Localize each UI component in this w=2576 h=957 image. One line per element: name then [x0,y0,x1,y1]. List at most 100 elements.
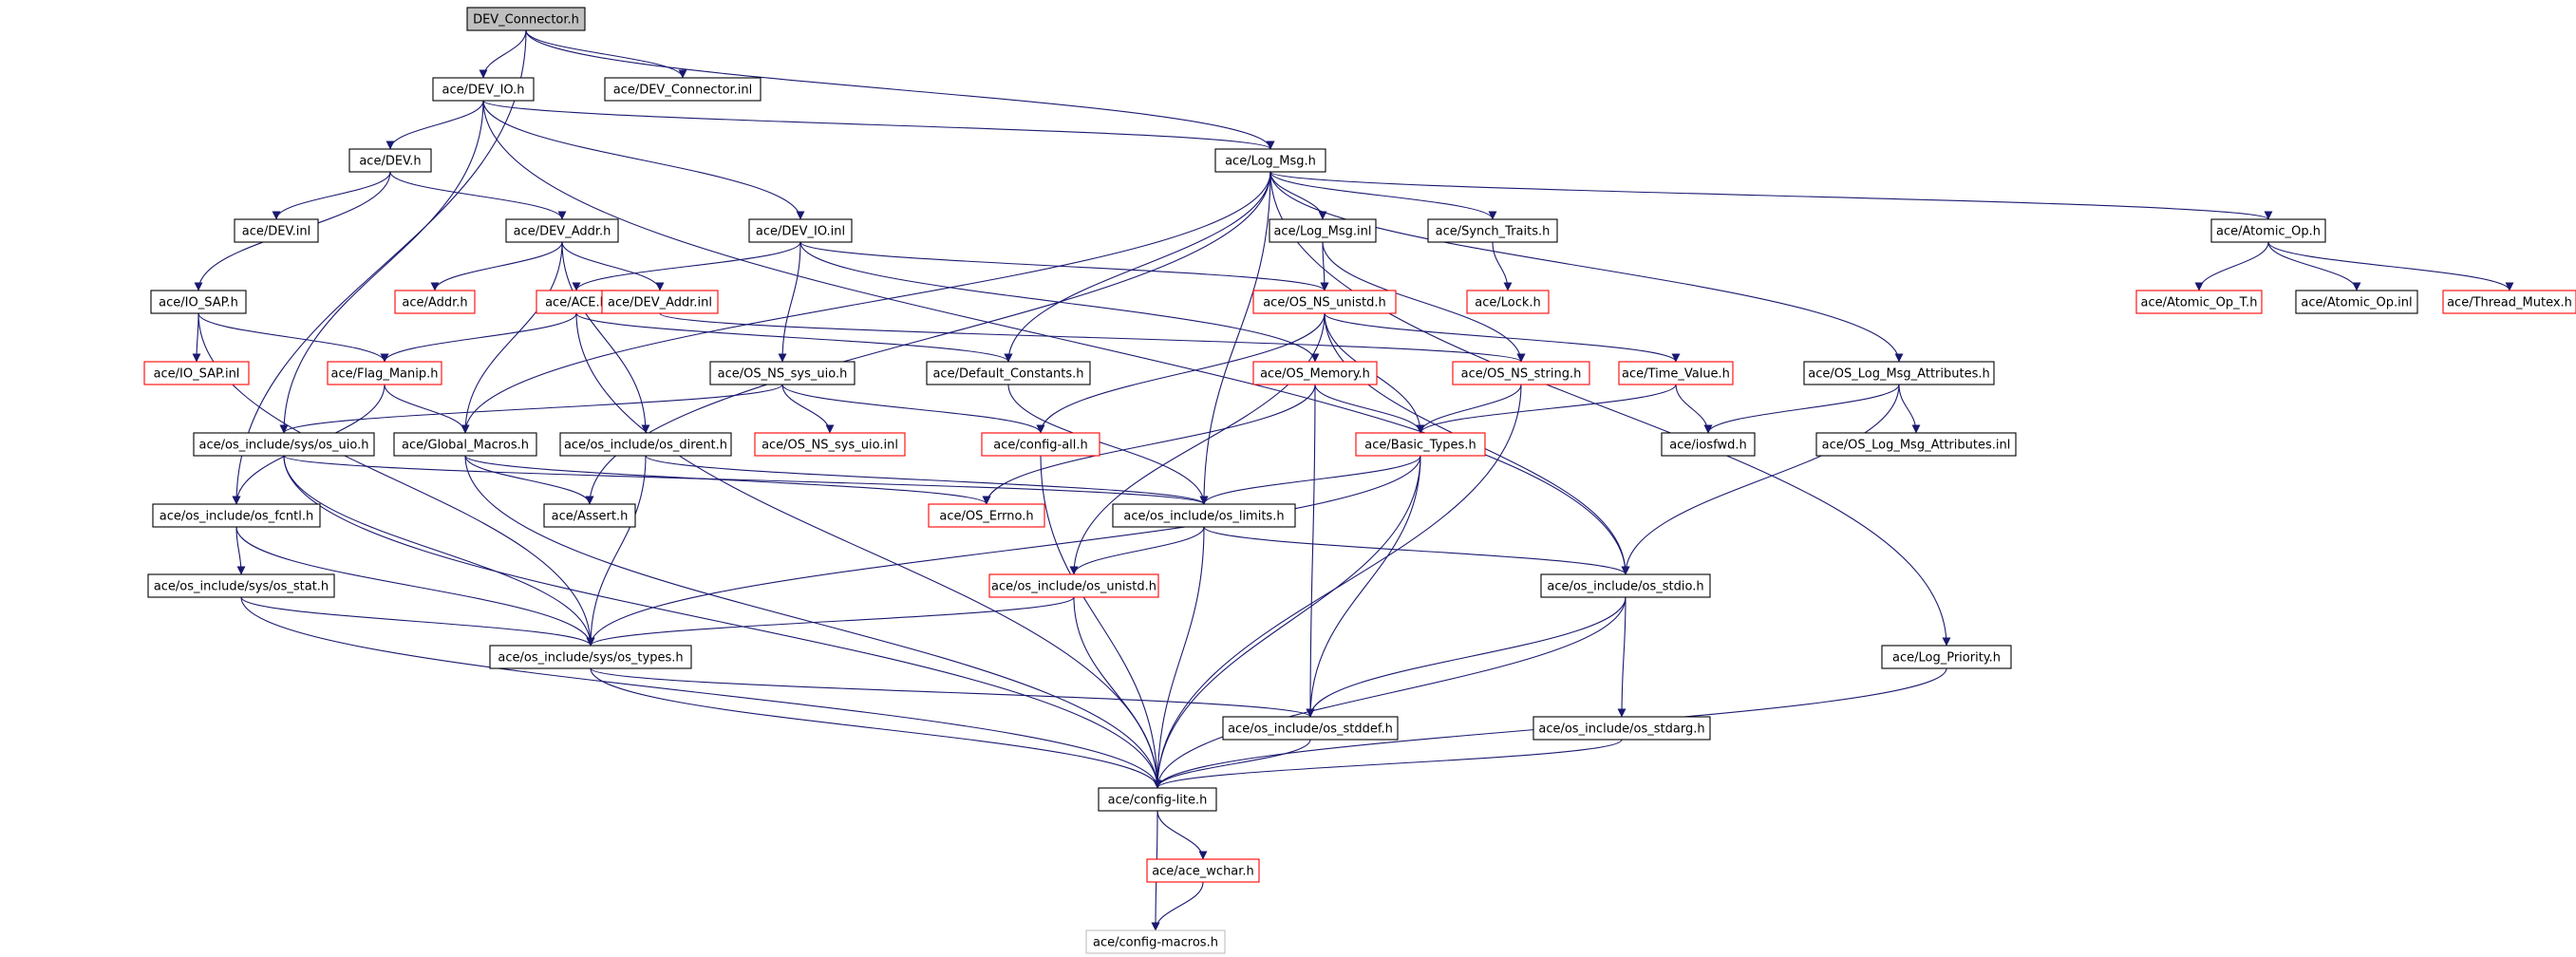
edge-sys-os-types-h-to-os-stddef-h [590,667,1315,718]
node-ace-os-include-sys-os-stat-h[interactable]: ace/os_include/sys/os_stat.h [147,573,335,598]
edge-dev-h-to-dev-inl [272,171,391,220]
edge-ace-wchar-h-to-config-macros-h [1151,881,1204,931]
node-label: ace/os_include/os_unistd.h [991,580,1156,594]
edge-log-msg-h-to-atomic-op-h [1269,171,2273,220]
node-ace-assert-h[interactable]: ace/Assert.h [543,503,636,528]
node-label: ace/DEV_IO.inl [756,225,845,239]
node-ace-os-include-sys-os-uio-h[interactable]: ace/os_include/sys/os_uio.h [193,432,375,457]
edge-os-ns-unistd-h-to-time-value-h [1324,312,1681,363]
node-ace-atomic-op-inl[interactable]: ace/Atomic_Op.inl [2295,290,2418,314]
node-label: ace/Thread_Mutex.h [2447,296,2572,310]
node-label: ace/os_include/os_stddef.h [1228,722,1393,737]
node-ace-io-sap-inl[interactable]: ace/IO_SAP.inl [143,361,250,385]
edge-log-msg-h-to-log-msg-inl [1269,171,1327,220]
node-ace-config-lite-h[interactable]: ace/config-lite.h [1098,787,1217,812]
node-ace-lock-h[interactable]: ace/Lock.h [1466,290,1550,314]
node-ace-config-all-h[interactable]: ace/config-all.h [981,432,1100,457]
node-ace-dev-connector-inl[interactable]: ace/DEV_Connector.inl [604,77,762,102]
node-label: ace/DEV_Addr.h [514,225,611,239]
node-ace-basic-types-h[interactable]: ace/Basic_Types.h [1355,432,1486,457]
node-label: ace/os_include/sys/os_types.h [498,651,683,666]
edge-dev-io-h-to-dev-h [385,100,484,150]
edge-os-ns-sys-uio-h-to-os-ns-sys-uio-inl [781,384,835,434]
node-dev-connector-h: DEV_Connector.h [466,7,586,31]
node-ace-dev-h[interactable]: ace/DEV.h [348,148,432,173]
node-label: ace/os_include/os_stdio.h [1547,580,1703,594]
node-ace-dev-addr-inl[interactable]: ace/DEV_Addr.inl [601,290,719,314]
node-ace-os-include-os-stddef-h[interactable]: ace/os_include/os_stddef.h [1222,716,1399,741]
node-box [559,432,732,457]
node-ace-thread-mutex-h[interactable]: ace/Thread_Mutex.h [2442,290,2576,314]
node-ace-config-macros-h[interactable]: ace/config-macros.h [1085,929,1226,954]
node-label: ace/DEV.inl [242,225,311,239]
node-label: ace/Atomic_Op_T.h [2141,296,2258,310]
node-box [1269,218,1377,243]
node-ace-atomic-op-h[interactable]: ace/Atomic_Op.h [2210,218,2326,243]
node-label: ace/Basic_Types.h [1364,439,1476,453]
node-ace-io-sap-h[interactable]: ace/IO_SAP.h [150,290,247,314]
node-ace-os-ns-unistd-h[interactable]: ace/OS_NS_unistd.h [1252,290,1397,314]
edge-os-stdio-h-to-os-stdarg-h [1617,596,1626,718]
edge-basic-types-h-to-sys-os-types-h [586,455,1421,647]
edge-log-msg-inl-to-os-ns-string-h [1322,241,1526,363]
node-ace-atomic-op-t-h[interactable]: ace/Atomic_Op_T.h [2135,290,2263,314]
node-ace-synch-traits-h[interactable]: ace/Synch_Traits.h [1427,218,1558,243]
edge-os-log-msg-attributes-h-to-iosfwd-h [1703,384,1900,434]
node-box [152,503,321,528]
node-box [754,432,906,457]
edge-basic-types-h-to-os-stddef-h [1306,455,1421,718]
node-ace-log-msg-h[interactable]: ace/Log_Msg.h [1214,148,1326,173]
node-box [1618,361,1734,385]
node-ace-global-macros-h[interactable]: ace/Global_Macros.h [393,432,537,457]
node-label: ace/os_include/os_limits.h [1123,510,1284,524]
edge-dev-io-h-to-os-stdio-h [482,100,1630,575]
node-ace-os-include-os-stdarg-h[interactable]: ace/os_include/os_stdarg.h [1532,716,1711,741]
edge-root-to-os-fcntl-h [232,29,527,505]
node-ace-os-include-os-limits-h[interactable]: ace/os_include/os_limits.h [1112,503,1296,528]
node-box [1252,361,1378,385]
node-ace-dev-io-inl[interactable]: ace/DEV_IO.inl [748,218,853,243]
edge-root-to-log-msg-h [525,29,1275,150]
node-ace-dev-addr-h[interactable]: ace/DEV_Addr.h [505,218,619,243]
node-ace-os-errno-h[interactable]: ace/OS_Errno.h [928,503,1045,528]
edge-os-ns-unistd-h-to-os-unistd-h [1069,312,1326,575]
node-label: ace/os_include/os_fcntl.h [160,510,313,524]
node-ace-log-msg-inl[interactable]: ace/Log_Msg.inl [1269,218,1377,243]
node-ace-os-include-sys-os-types-h[interactable]: ace/os_include/sys/os_types.h [489,645,692,669]
edge-ioss-sap-h-to-io-sap-inl [192,312,201,363]
node-label: ace/os_include/sys/os_stat.h [154,580,329,594]
edge-config-lite-h-to-ace-wchar-h [1156,810,1208,860]
node-ace-log-priority-h[interactable]: ace/Log_Priority.h [1881,645,2012,669]
edge-atomic-op-h-to-thread-mutex-h [2267,241,2514,291]
node-ace-time-value-h[interactable]: ace/Time_Value.h [1618,361,1734,385]
edge-basic-types-h-to-config-lite-h [1153,455,1421,789]
dependency-edges [192,29,2514,931]
node-ace-os-include-os-stdio-h[interactable]: ace/os_include/os_stdio.h [1540,573,1711,598]
node-ace-os-include-os-dirent-h[interactable]: ace/os_include/os_dirent.h [559,432,732,457]
node-ace-os-include-os-fcntl-h[interactable]: ace/os_include/os_fcntl.h [152,503,321,528]
node-label: ace/IO_SAP.h [159,296,238,310]
node-ace-iosfwd-h[interactable]: ace/iosfwd.h [1661,432,1756,457]
node-ace-addr-h[interactable]: ace/Addr.h [394,290,476,314]
node-ace-dev-io-h[interactable]: ace/DEV_IO.h [432,77,535,102]
node-ace-os-log-msg-attributes-h[interactable]: ace/OS_Log_Msg_Attributes.h [1803,361,1995,385]
node-ace-os-ns-sys-uio-h[interactable]: ace/OS_NS_sys_uio.h [709,361,856,385]
node-ace-flag-manip-h[interactable]: ace/Flag_Manip.h [327,361,442,385]
node-ace-os-log-msg-attributes-inl[interactable]: ace/OS_Log_Msg_Attributes.inl [1815,432,2017,457]
node-ace-ace-wchar-h[interactable]: ace/ace_wchar.h [1146,858,1260,883]
node-box [748,218,853,243]
node-ace-dev-inl[interactable]: ace/DEV.inl [234,218,319,243]
edge-os-memory-h-to-os-stddef-h [1306,384,1316,718]
node-ace-os-include-os-unistd-h[interactable]: ace/os_include/os_unistd.h [988,573,1159,598]
edge-global-macros-h-to-assert-h [464,455,594,505]
node-label: ace/Default_Constants.h [932,367,1083,382]
edge-sys-os-stat-h-to-sys-os-types-h [240,596,595,647]
node-ace-os-memory-h[interactable]: ace/OS_Memory.h [1252,361,1378,385]
edge-dev-addr-h-to-dev-addr-inl [561,241,665,291]
node-ace-default-constants-h[interactable]: ace/Default_Constants.h [926,361,1091,385]
edge-sys-os-uio-h-to-os-limits-h [283,455,1209,505]
node-box [1532,716,1711,741]
node-label: ace/Log_Priority.h [1892,651,2001,666]
node-ace-os-ns-sys-uio-inl[interactable]: ace/OS_NS_sys_uio.inl [754,432,906,457]
node-ace-os-ns-string-h[interactable]: ace/OS_NS_string.h [1452,361,1590,385]
